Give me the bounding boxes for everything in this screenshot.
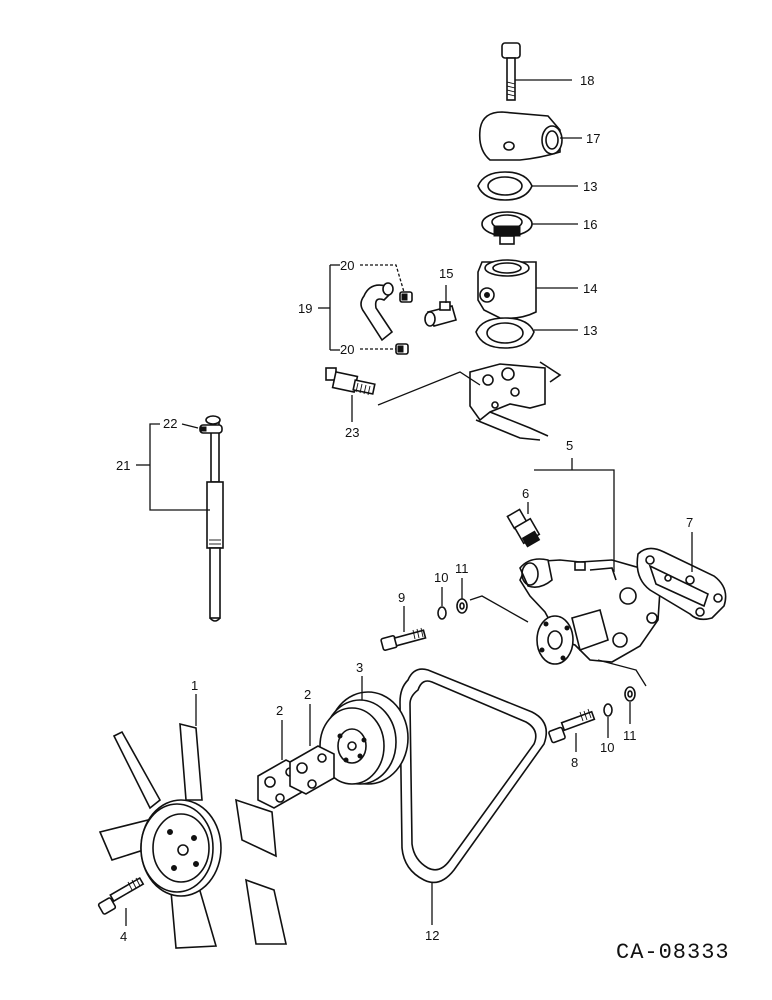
callout-11-lower: 11 xyxy=(623,728,637,743)
callout-18: 18 xyxy=(580,73,594,88)
callout-16: 16 xyxy=(583,217,597,232)
callout-2-rear: 2 xyxy=(304,687,311,702)
bracket-5 xyxy=(534,469,615,572)
callout-20-lower: 20 xyxy=(340,342,354,357)
leader-20-upper xyxy=(360,264,405,293)
callout-6: 6 xyxy=(522,486,529,501)
callout-20-upper: 20 xyxy=(340,258,354,273)
callout-8: 8 xyxy=(571,755,578,770)
part-15-fitting xyxy=(424,301,457,327)
part-23-temperature-sender xyxy=(325,367,376,396)
callout-17: 17 xyxy=(586,131,600,146)
part-20-hose-clamp-upper xyxy=(399,291,413,303)
callout-14: 14 xyxy=(583,281,597,296)
callout-13-lower: 13 xyxy=(583,323,597,338)
part-1-cooling-fan xyxy=(98,722,287,949)
part-21-dipstick-assembly xyxy=(206,421,224,622)
leader-22 xyxy=(181,423,199,429)
callout-21: 21 xyxy=(116,458,130,473)
callout-12: 12 xyxy=(425,928,439,943)
part-18-bolt xyxy=(501,42,521,101)
part-8-bolt xyxy=(548,708,596,744)
part-19-bypass-hose xyxy=(360,282,394,342)
callout-5: 5 xyxy=(566,438,573,453)
part-2-spacer-rear xyxy=(289,745,335,795)
part-13-gasket-lower xyxy=(475,317,535,349)
leader-pump-mount-lower xyxy=(597,659,647,687)
part-9-bolt xyxy=(380,627,427,651)
part-13-gasket-upper xyxy=(477,171,533,201)
leader-pump-mount-upper xyxy=(469,595,529,623)
callout-22: 22 xyxy=(163,416,177,431)
part-14-thermostat-housing xyxy=(477,259,537,320)
part-11-washer-lower xyxy=(624,686,636,702)
part-22-dipstick-handle xyxy=(199,415,223,434)
part-6-fitting xyxy=(506,508,541,548)
callout-13-upper: 13 xyxy=(583,179,597,194)
part-11-washer-upper xyxy=(456,598,468,614)
part-10-lock-washer-upper xyxy=(437,606,447,620)
callout-7: 7 xyxy=(686,515,693,530)
callout-9: 9 xyxy=(398,590,405,605)
callout-19: 19 xyxy=(298,301,312,316)
part-12-fan-belt xyxy=(399,668,548,884)
callout-3: 3 xyxy=(356,660,363,675)
bracket-21 xyxy=(149,423,210,511)
callout-1: 1 xyxy=(191,678,198,693)
cylinder-head-fragment xyxy=(469,361,562,441)
part-4-bolt xyxy=(97,876,145,915)
callout-15: 15 xyxy=(439,266,453,281)
part-7-pump-gasket xyxy=(636,547,727,621)
callout-10-lower: 10 xyxy=(600,740,614,755)
part-3-water-pump-pulley xyxy=(319,691,409,785)
callout-2-front: 2 xyxy=(276,703,283,718)
callout-23: 23 xyxy=(345,425,359,440)
callout-11-upper: 11 xyxy=(455,561,469,576)
part-10-lock-washer-lower xyxy=(603,703,613,717)
leader-23-location xyxy=(377,371,481,406)
part-17-water-outlet xyxy=(478,111,563,161)
part-5-water-pump xyxy=(519,558,661,665)
part-20-hose-clamp-lower xyxy=(395,343,409,355)
figure-code: CA-08333 xyxy=(616,940,730,965)
callout-10-upper: 10 xyxy=(434,570,448,585)
callout-4: 4 xyxy=(120,929,127,944)
part-16-thermostat xyxy=(481,211,533,245)
